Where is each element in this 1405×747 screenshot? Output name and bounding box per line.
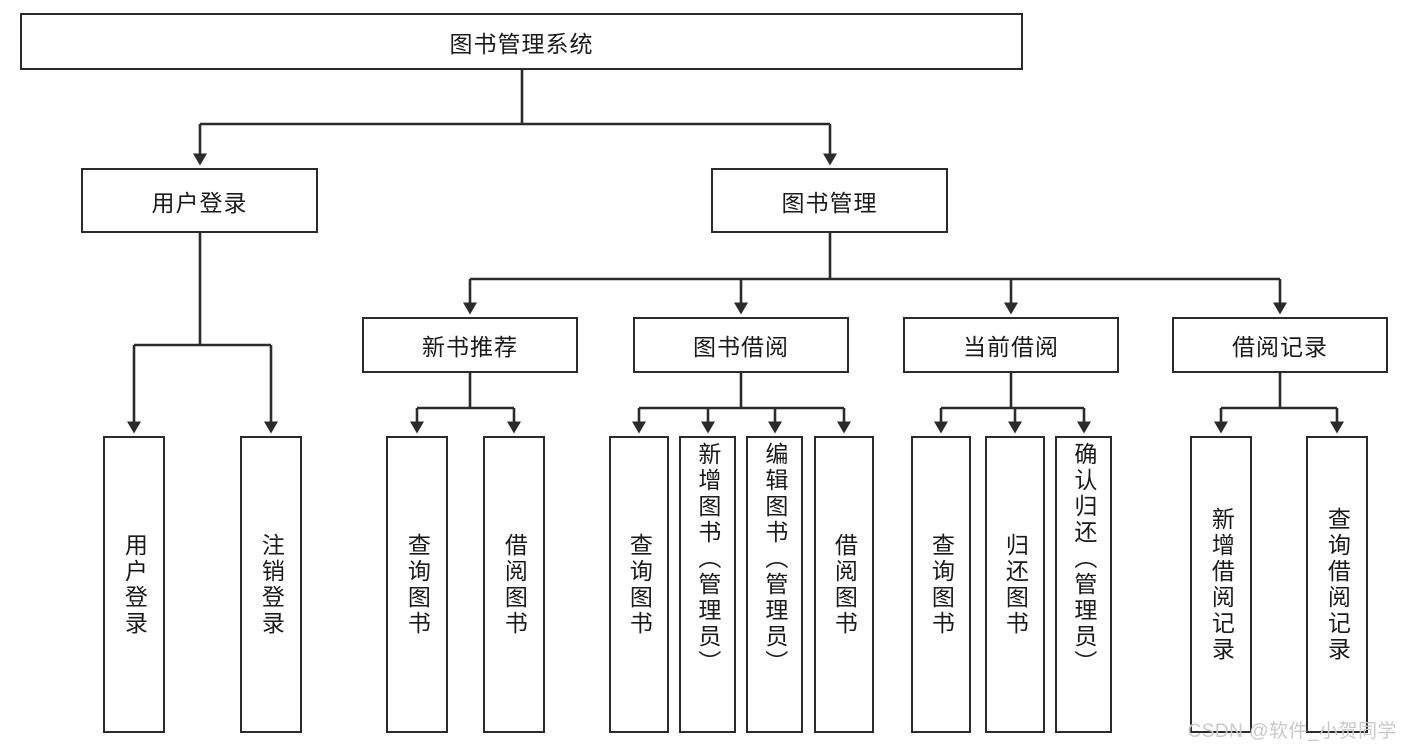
node-label: 用户登录 (151, 189, 248, 216)
node-l-c-confirm[interactable]: 确认归还（管理员） (1055, 436, 1112, 733)
node-label: 借阅图书 (501, 532, 528, 637)
node-l-b-edit[interactable]: 编辑图书（管理员） (746, 436, 803, 733)
node-records[interactable]: 借阅记录 (1172, 317, 1388, 373)
node-l-r-add[interactable]: 新增借阅记录 (1190, 436, 1252, 733)
node-label: 新增图书（管理员） (694, 442, 721, 676)
node-label: 查询借阅记录 (1324, 506, 1351, 663)
node-l-nb-query[interactable]: 查询图书 (386, 436, 448, 733)
node-label: 查询图书 (404, 532, 431, 637)
node-l-r-query[interactable]: 查询借阅记录 (1306, 436, 1368, 733)
node-label: 借阅图书 (831, 532, 858, 637)
node-l-b-lend[interactable]: 借阅图书 (814, 436, 874, 733)
node-label: 图书借阅 (693, 334, 789, 360)
node-root[interactable]: 图书管理系统 (20, 13, 1023, 70)
node-label: 图书管理 (781, 189, 878, 216)
node-label: 当前借阅 (963, 334, 1059, 360)
node-label: 编辑图书（管理员） (761, 442, 788, 676)
node-current[interactable]: 当前借阅 (903, 317, 1119, 373)
node-bookmgmt[interactable]: 图书管理 (711, 168, 948, 233)
node-l-nb-borrow[interactable]: 借阅图书 (483, 436, 545, 733)
node-label: 借阅记录 (1232, 334, 1328, 360)
node-borrow[interactable]: 图书借阅 (633, 317, 849, 373)
node-l-c-return[interactable]: 归还图书 (985, 436, 1045, 733)
node-label: 确认归还（管理员） (1070, 442, 1097, 676)
node-l-b-add[interactable]: 新增图书（管理员） (679, 436, 736, 733)
node-label: 查询图书 (626, 532, 653, 637)
node-l-logout[interactable]: 注销登录 (240, 436, 302, 733)
node-login[interactable]: 用户登录 (81, 168, 318, 233)
node-l-c-query[interactable]: 查询图书 (911, 436, 971, 733)
node-label: 注销登录 (258, 532, 285, 637)
node-l-login[interactable]: 用户登录 (103, 436, 165, 733)
node-label: 用户登录 (121, 532, 148, 637)
watermark: CSDN @软件_小贺同学 (1187, 721, 1397, 742)
node-l-b-query[interactable]: 查询图书 (609, 436, 669, 733)
node-newbook[interactable]: 新书推荐 (362, 317, 578, 373)
node-label: 图书管理系统 (449, 30, 594, 57)
node-label: 归还图书 (1002, 532, 1029, 637)
node-label: 新增借阅记录 (1208, 506, 1235, 663)
node-label: 查询图书 (928, 532, 955, 637)
node-label: 新书推荐 (422, 334, 518, 360)
